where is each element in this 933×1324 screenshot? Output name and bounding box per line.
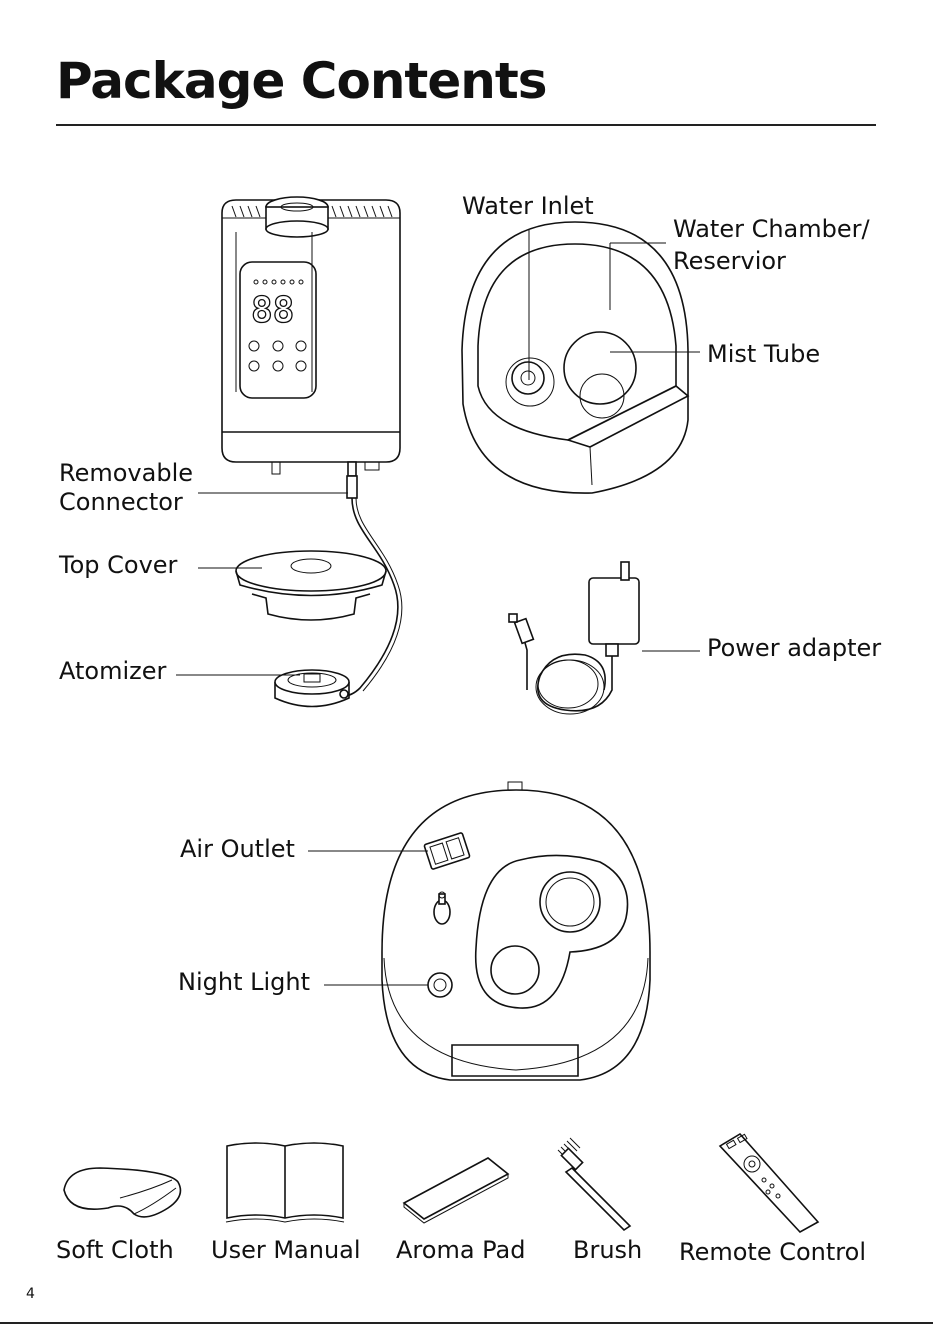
humidifier-front-illustration: 88 bbox=[222, 197, 400, 474]
label-water-chamber-line2: Reservior bbox=[673, 247, 786, 276]
power-adapter-illustration bbox=[509, 562, 639, 714]
brush-illustration bbox=[558, 1138, 630, 1230]
remote-control-illustration bbox=[720, 1134, 818, 1232]
label-atomizer: Atomizer bbox=[59, 657, 166, 686]
label-night-light: Night Light bbox=[178, 968, 310, 997]
label-brush: Brush bbox=[573, 1236, 642, 1265]
label-soft-cloth: Soft Cloth bbox=[56, 1236, 174, 1265]
label-remote-control: Remote Control bbox=[679, 1238, 866, 1267]
aroma-pad-illustration bbox=[404, 1158, 508, 1223]
user-manual-illustration bbox=[226, 1143, 344, 1222]
top-cover-illustration bbox=[236, 551, 386, 620]
label-aroma-pad: Aroma Pad bbox=[396, 1236, 526, 1265]
page-number: 4 bbox=[26, 1286, 35, 1302]
label-top-cover: Top Cover bbox=[59, 551, 177, 580]
label-water-chamber-line1: Water Chamber/ bbox=[673, 215, 870, 244]
display-digits: 88 bbox=[251, 290, 294, 331]
label-removable-connector-line2: Connector bbox=[59, 488, 183, 517]
label-air-outlet: Air Outlet bbox=[180, 835, 295, 864]
base-illustration bbox=[382, 782, 650, 1080]
label-mist-tube: Mist Tube bbox=[707, 340, 820, 369]
label-water-inlet: Water Inlet bbox=[462, 192, 594, 221]
soft-cloth-illustration bbox=[64, 1168, 180, 1217]
label-user-manual: User Manual bbox=[211, 1236, 361, 1265]
label-removable-connector-line1: Removable bbox=[59, 459, 193, 488]
water-chamber-illustration bbox=[462, 222, 688, 493]
label-power-adapter: Power adapter bbox=[707, 634, 881, 663]
